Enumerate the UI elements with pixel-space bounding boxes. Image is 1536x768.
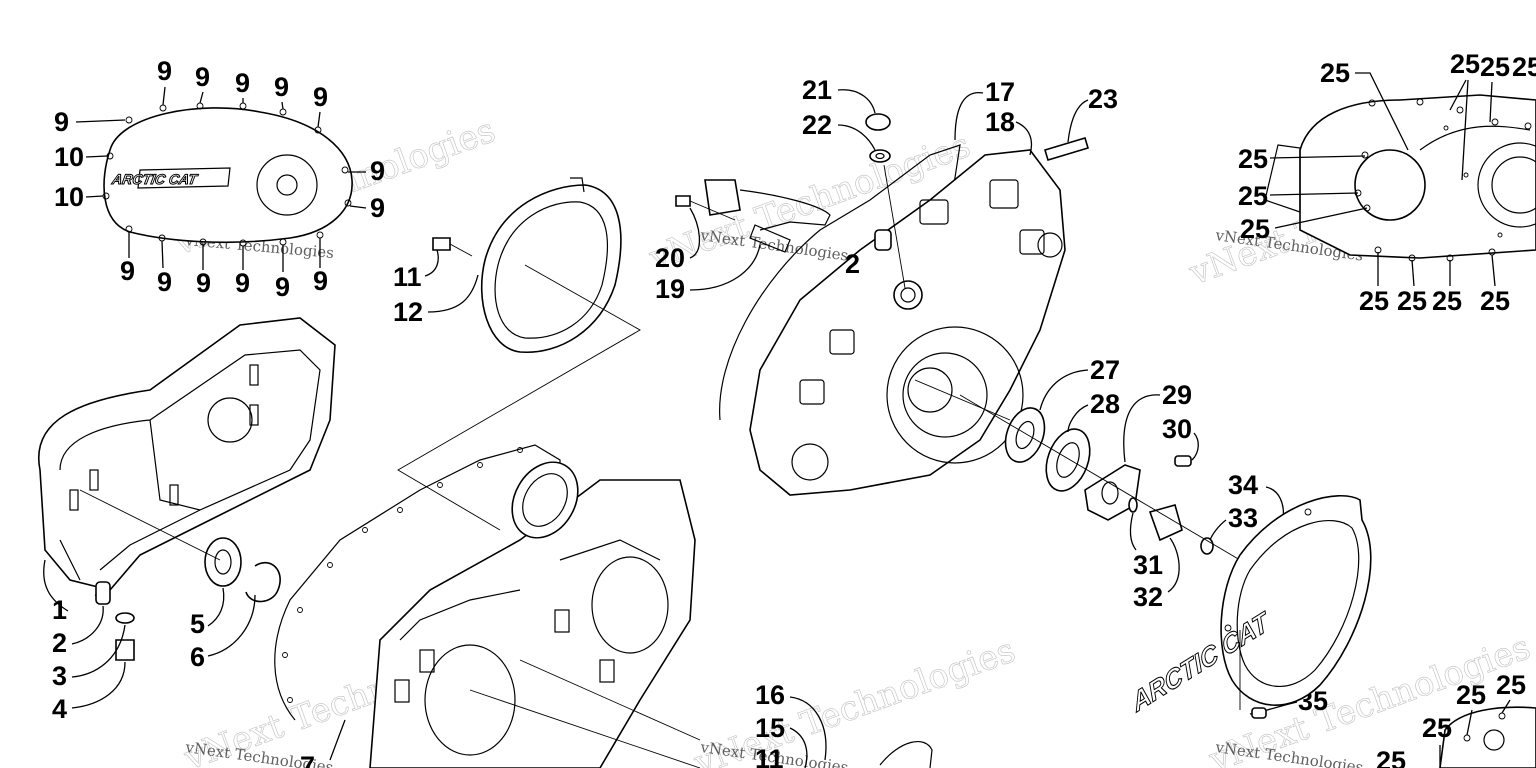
callout-9: 9 [235,68,250,98]
callouts-bracket: 20 19 [655,207,761,304]
callout-25: 25 [1480,286,1510,316]
outer-clutch-cover: ARCTIC CAT [102,102,353,247]
callout-16: 16 [755,680,785,710]
callout-27: 27 [1090,355,1120,385]
callout-9: 9 [275,272,290,302]
callout-25: 25 [1397,286,1427,316]
crankcase-cover [719,113,1089,496]
callout-5: 5 [190,609,205,639]
callout-22: 22 [802,110,832,140]
callout-25: 25 [1450,49,1480,79]
callout-34: 34 [1228,470,1258,500]
transmission-housing [369,461,701,768]
callouts-outer-cover: 9 9 9 9 9 9 10 10 9 9 9 9 9 9 9 9 [54,56,385,302]
callout-15: 15 [755,713,785,743]
callout-9: 9 [157,56,172,86]
callout-12: 12 [393,297,423,327]
housing-gasket [274,444,561,721]
callout-11: 11 [755,744,784,768]
callout-32: 32 [1133,582,1163,612]
callout-10: 10 [54,182,84,212]
callout-25: 25 [1422,713,1452,743]
callout-9: 9 [370,193,385,223]
callout-9: 9 [370,156,385,186]
callout-9: 9 [313,266,328,296]
callouts-inner-cover: 1 2 3 4 5 6 [43,559,256,724]
bearing-seal-stack [959,394,1241,561]
callout-25: 25 [1238,144,1268,174]
callouts-crankcase: 21 22 2 17 18 23 [802,75,1118,279]
callout-25: 25 [1496,670,1526,700]
callouts-bottom: 7 16 15 11 [300,680,933,768]
callout-25: 25 [1238,181,1268,211]
callout-9: 9 [235,268,250,298]
callout-25: 25 [1480,52,1510,82]
callout-25: 25 [1359,286,1389,316]
callout-6: 6 [190,642,205,672]
cover-bottom-right [1439,706,1536,768]
callout-25: 25 [1240,214,1270,244]
callouts-bottom-right: 25 25 25 25 [1376,670,1526,768]
callout-9: 9 [313,82,328,112]
callout-9: 9 [196,268,211,298]
callout-10: 10 [54,142,84,172]
callout-9: 9 [54,107,69,137]
callout-11: 11 [393,262,422,292]
switch-bracket [675,179,831,253]
callout-1: 1 [52,595,67,625]
callout-2: 2 [52,628,67,658]
callout-9: 9 [157,267,172,297]
callout-25: 25 [1512,52,1536,82]
callout-9: 9 [120,256,135,286]
callout-20: 20 [655,243,685,273]
callout-21: 21 [802,75,832,105]
callout-25: 25 [1320,58,1350,88]
inner-clutch-cover [37,317,336,661]
callout-28: 28 [1090,389,1120,419]
callout-9: 9 [274,72,289,102]
callout-4: 4 [52,694,67,724]
callout-2: 2 [845,249,860,279]
callouts-bearing: 27 28 29 30 31 32 34 33 35 [1039,355,1328,716]
callout-25: 25 [1456,680,1486,710]
callout-17: 17 [985,77,1015,107]
magneto-cover-top-right [1264,94,1536,262]
callout-9: 9 [195,62,210,92]
callout-29: 29 [1162,380,1192,410]
clutch-plate-assembly [397,177,641,531]
callouts-plate: 11 12 [393,249,479,327]
callout-25: 25 [1432,286,1462,316]
callout-30: 30 [1162,414,1192,444]
callout-25: 25 [1376,746,1406,768]
callout-18: 18 [985,107,1015,137]
callouts-top-right: 25 25 25 25 25 25 25 25 25 25 25 [1238,49,1536,316]
callout-31: 31 [1133,550,1163,580]
callout-3: 3 [52,661,67,691]
callout-33: 33 [1228,503,1258,533]
callout-23: 23 [1088,84,1118,114]
callout-7: 7 [300,751,315,768]
callout-19: 19 [655,274,685,304]
brand-logo-small: ARCTIC CAT [110,171,200,187]
